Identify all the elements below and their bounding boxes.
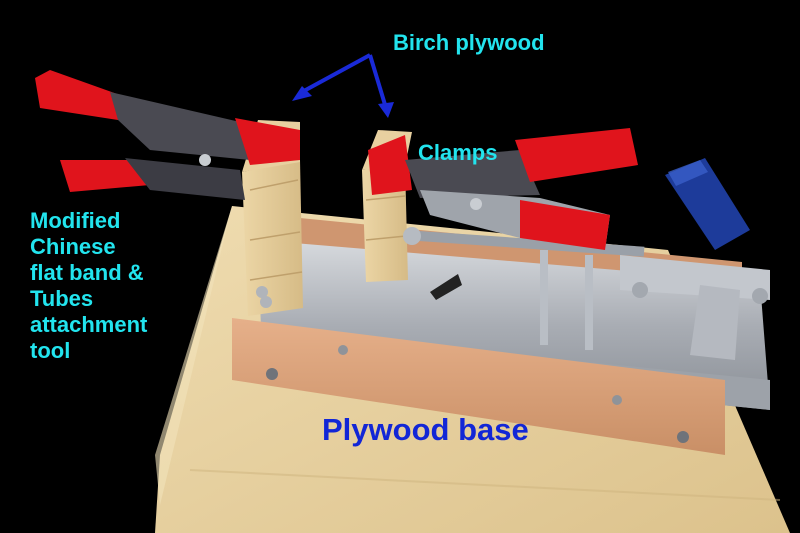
tool-label-line: attachment: [30, 311, 148, 337]
tool-label-line: Chinese: [30, 233, 116, 259]
toggle-clamp: [620, 158, 770, 360]
right-spring-clamp: [368, 128, 638, 250]
tool-label-line: Tubes: [30, 285, 94, 311]
left-spring-clamp: [35, 70, 300, 200]
birch-plywood-label: Birch plywood: [393, 30, 545, 55]
metal-pins: [430, 250, 593, 350]
arrow-icon: [292, 53, 394, 118]
tool-description-label: Modified Chinese flat band & Tubes attac…: [30, 208, 147, 364]
tool-label-line: Modified: [30, 208, 121, 233]
front-wood-rail: [232, 318, 725, 455]
tool-label-line: tool: [30, 337, 71, 363]
plywood-base-label: Plywood base: [322, 412, 529, 447]
clamps-label: Clamps: [418, 140, 498, 165]
tool-label-line: flat band &: [30, 259, 144, 285]
threaded-rod: [403, 227, 645, 257]
